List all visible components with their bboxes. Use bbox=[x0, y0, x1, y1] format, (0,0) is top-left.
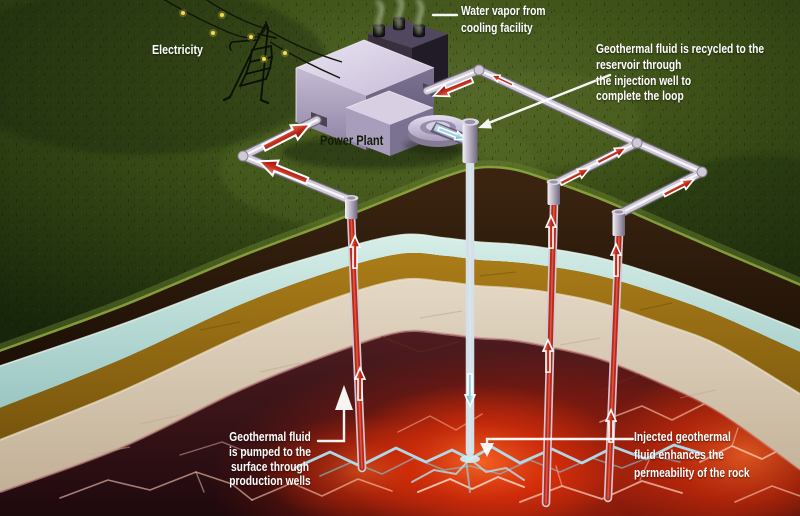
arrowhead-injected bbox=[480, 443, 494, 457]
power-plant-label: Power Plant bbox=[320, 133, 384, 148]
soil-layer bbox=[0, 168, 800, 366]
power-lines bbox=[163, 0, 343, 79]
production-well-left bbox=[346, 209, 367, 473]
production-well-middle bbox=[541, 201, 559, 508]
power-line-lights bbox=[179, 9, 289, 63]
electricity-label: Electricity bbox=[152, 42, 203, 57]
transmission-tower bbox=[222, 21, 277, 105]
production-well-right bbox=[603, 232, 624, 503]
injection-loop-label: Geothermal fluid is recycled to the rese… bbox=[596, 42, 765, 104]
pointer-injected bbox=[485, 437, 635, 446]
steam-plumes bbox=[374, 0, 425, 35]
arrowhead-pumped bbox=[335, 385, 353, 410]
cooling-facility-disk bbox=[404, 115, 476, 154]
wells bbox=[346, 155, 624, 508]
permeability-label: Injected geothermal fluid enhances the p… bbox=[634, 430, 750, 481]
pointer-recycled bbox=[484, 73, 612, 126]
production-wells-label: Geothermal fluid is pumped to the surfac… bbox=[229, 430, 311, 489]
wellheads bbox=[344, 118, 626, 236]
wellhead-injection bbox=[461, 118, 479, 163]
wellhead-production-left bbox=[344, 195, 359, 219]
sandstone-streaks bbox=[199, 271, 673, 331]
aquifer-layer bbox=[0, 234, 800, 408]
wellhead-production-middle bbox=[546, 179, 561, 205]
sandstone-layer bbox=[0, 253, 800, 440]
limestone-layer bbox=[0, 278, 800, 492]
wellhead-production-right bbox=[611, 209, 626, 236]
water-vapor-label: Water vapor from cooling facility bbox=[461, 4, 546, 35]
injection-well bbox=[464, 155, 476, 457]
pointer-pumped bbox=[316, 407, 346, 443]
pipe-elbows bbox=[237, 64, 708, 178]
label-pointers bbox=[316, 13, 635, 457]
hot-rock-zone bbox=[59, 335, 800, 516]
arrowhead-recycled bbox=[478, 118, 492, 129]
grass-texture bbox=[0, 0, 800, 352]
